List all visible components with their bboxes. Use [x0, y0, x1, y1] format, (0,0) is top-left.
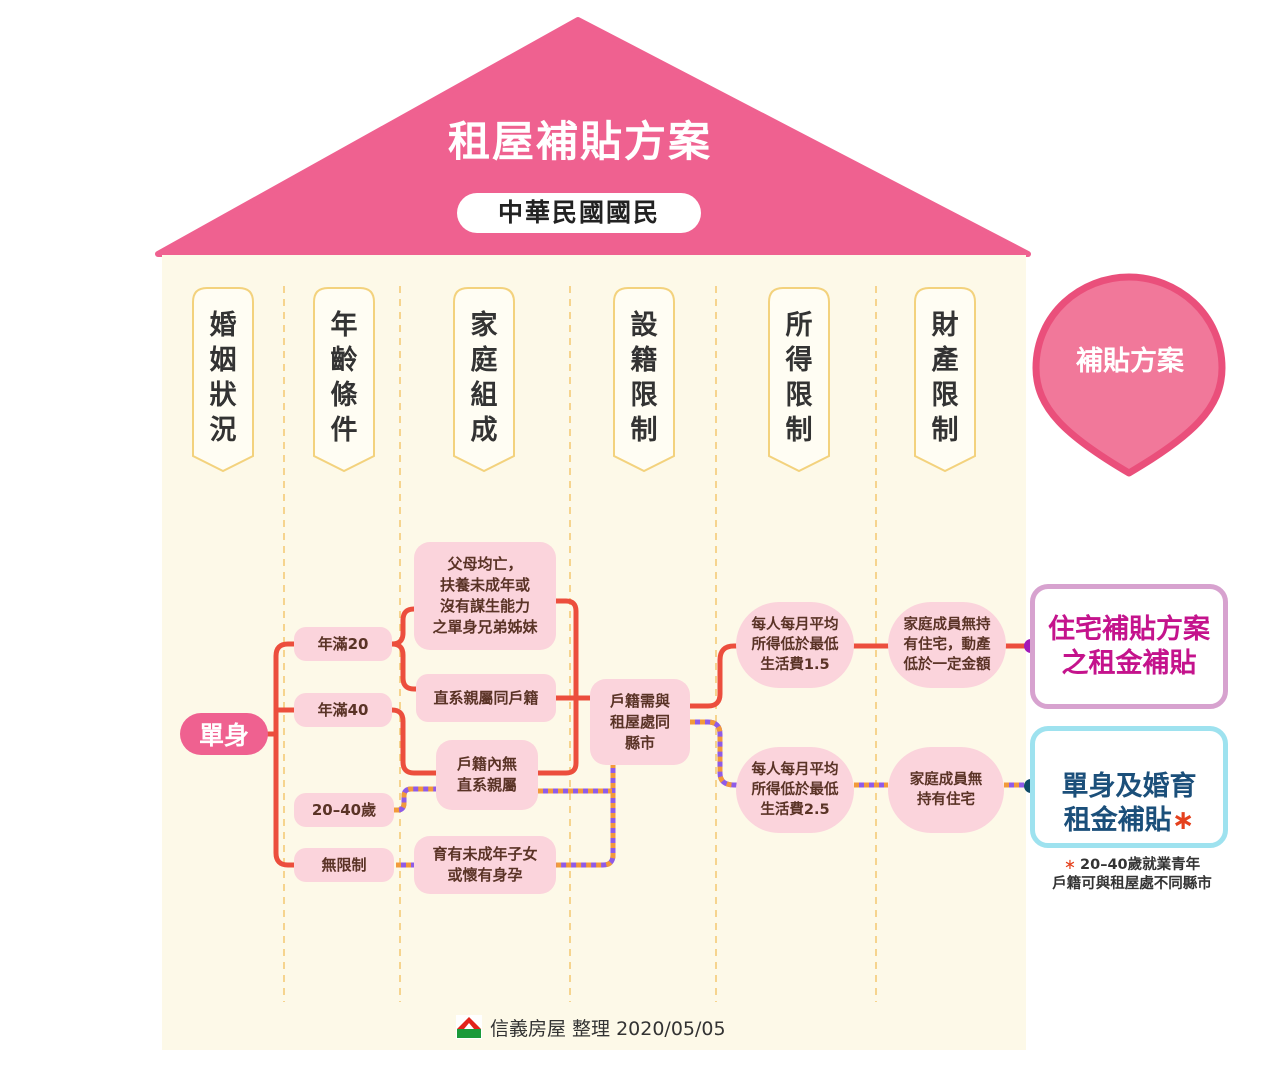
- main-title: 租屋補貼方案: [447, 117, 712, 166]
- plans-drop-marker: [1032, 273, 1226, 477]
- asterisk-mark: ∗: [1171, 805, 1195, 836]
- family-node-lineal: 直系親屬同戶籍: [416, 674, 556, 722]
- column-label-income: 所得限制: [785, 310, 813, 446]
- footnote-text: 20–40歲就業青年 戶籍可與租屋處不同縣市: [1052, 857, 1212, 892]
- banner-registration: [613, 287, 675, 473]
- income-node-2-5: 每人每月平均 所得低於最低 生活費2.5: [736, 747, 854, 833]
- family-node-children: 育有未成年子女 或懷有身孕: [414, 836, 556, 894]
- column-label-property: 財產限制: [931, 310, 959, 446]
- column-label-registration: 設籍限制: [630, 310, 658, 446]
- age-node-20-40: 20–40歲: [294, 793, 394, 827]
- result-single-marriage-text-wrap: 單身及婚育 租金補貼∗: [1062, 736, 1197, 838]
- age-node-20: 年滿20: [294, 627, 392, 661]
- result-single-marriage-subsidy: 單身及婚育 租金補貼∗: [1030, 726, 1228, 848]
- result-housing-subsidy-text: 住宅補貼方案 之租金補貼: [1048, 613, 1210, 679]
- roof: [155, 17, 1031, 257]
- age-node-unlimited: 無限制: [294, 848, 394, 882]
- credit-text: 信義房屋 整理 2020/05/05: [490, 1017, 726, 1040]
- path-dual: [394, 719, 1024, 868]
- family-node-no-lineal: 戶籍內無 直系親屬: [436, 740, 538, 810]
- result-single-marriage-text: 單身及婚育 租金補貼: [1061, 771, 1197, 836]
- banner-property: [914, 287, 976, 473]
- banner-age: [313, 287, 375, 473]
- property-node-no-house: 家庭成員無 持有住宅: [888, 747, 1004, 833]
- column-label-family: 家庭組成: [470, 310, 498, 446]
- marital-single-node: 單身: [180, 713, 268, 755]
- banner-income: [768, 287, 830, 473]
- family-node-orphan: 父母均亡， 扶養未成年或 沒有謀生能力 之單身兄弟姊妹: [414, 542, 556, 650]
- banner-marital: [192, 287, 254, 473]
- property-node-assets: 家庭成員無持 有住宅，動產 低於一定金額: [888, 602, 1006, 688]
- banner-family: [453, 287, 515, 473]
- result-housing-subsidy: 住宅補貼方案 之租金補貼: [1030, 584, 1228, 709]
- age-node-40: 年滿40: [294, 693, 392, 727]
- footnote: ∗20–40歲就業青年 戶籍可與租屋處不同縣市: [1022, 856, 1242, 894]
- credit-line: 信義房屋 整理 2020/05/05: [456, 1013, 776, 1041]
- column-label-marital: 婚姻狀況: [209, 310, 237, 446]
- column-banners: [192, 287, 976, 473]
- footnote-asterisk: ∗: [1063, 857, 1077, 873]
- column-label-age: 年齡條件: [330, 310, 358, 446]
- eligibility-pill: 中華民國國民: [457, 193, 701, 233]
- registration-node: 戶籍需與 租屋處同 縣市: [590, 679, 690, 765]
- plans-header: 補貼方案: [1076, 346, 1184, 377]
- income-node-1-5: 每人每月平均 所得低於最低 生活費1.5: [736, 602, 854, 688]
- sinyi-logo-icon: [456, 1015, 482, 1039]
